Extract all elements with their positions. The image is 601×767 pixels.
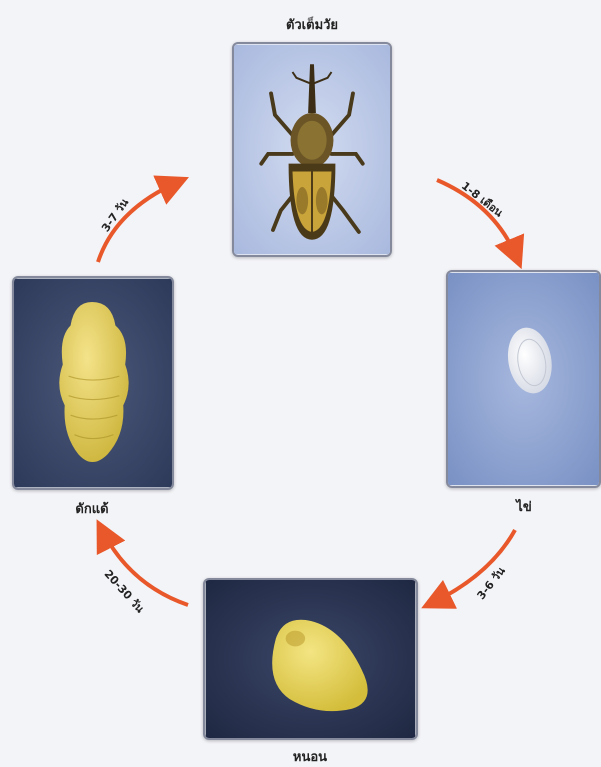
pupa-card: [12, 276, 174, 490]
weevil-image: [234, 44, 390, 255]
duration-adult-to-egg: 1-8 เดือน: [458, 177, 507, 221]
duration-pupa-to-adult: 3-7 วัน: [97, 195, 133, 236]
egg-label: ไข่: [516, 496, 531, 517]
duration-larva-to-pupa: 20-30 วัน: [100, 565, 149, 616]
larva-label: หนอน: [293, 746, 327, 767]
pupa-label: ดักแด้: [75, 498, 108, 519]
adult-weevil-card: [232, 42, 392, 257]
pupa-image: [14, 278, 172, 488]
egg-card: [446, 270, 601, 488]
duration-egg-to-larva: 3-6 วัน: [472, 563, 509, 604]
larva-image: [205, 580, 416, 738]
adult-label: ตัวเต็มวัย: [286, 14, 338, 35]
egg-image: [448, 272, 599, 486]
larva-card: [203, 578, 418, 740]
